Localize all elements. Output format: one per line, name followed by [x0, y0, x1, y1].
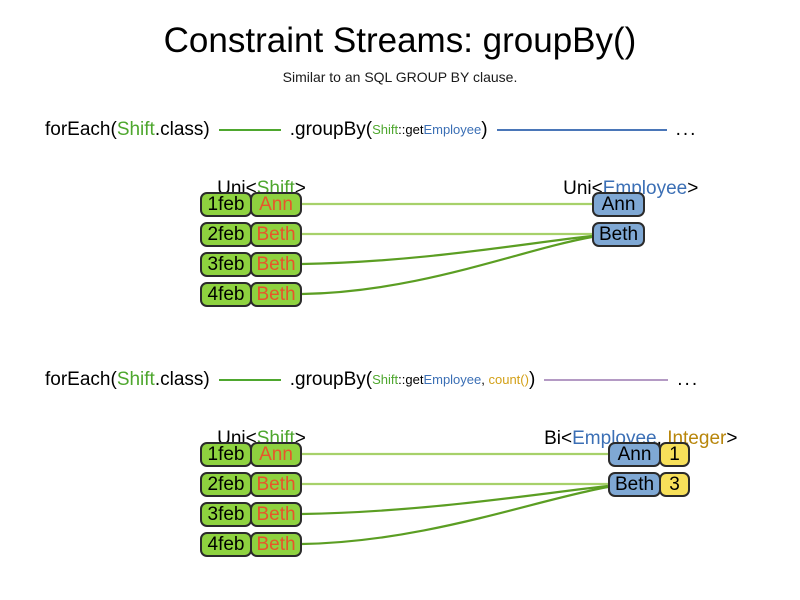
shift-row-4feb-s1: 4feb Beth [200, 282, 302, 307]
foreach-keyword: forEach( [45, 369, 117, 390]
shift-row-3feb-s1: 3feb Beth [200, 252, 302, 277]
shift-date-cell: 3feb [200, 502, 252, 527]
employee-row-ann-s1: Ann [592, 192, 645, 217]
connector-rule-2 [496, 129, 667, 131]
right-type-label-2: Bi<Employee, Integer> [523, 403, 737, 475]
shift-date-cell: 1feb [200, 192, 252, 217]
connector-rule-1 [218, 379, 281, 381]
shift-employee-cell: Ann [250, 442, 302, 467]
methodref-property: Employee [423, 122, 482, 137]
right-type-separator-2: , [656, 428, 668, 449]
foreach-keyword: forEach( [45, 119, 117, 140]
right-type-suffix-1: > [687, 178, 699, 199]
foreach-suffix: .class) [154, 119, 210, 140]
shift-date-cell: 2feb [200, 472, 252, 497]
employee-row-beth-s1: Beth [592, 222, 645, 247]
employee-name-cell: Beth [608, 472, 661, 497]
groupby-keyword: .groupBy( [289, 119, 373, 140]
employee-count-row-beth-s2: Beth 3 [608, 472, 690, 497]
employee-count-cell: 1 [659, 442, 690, 467]
shift-employee-cell: Beth [250, 282, 302, 307]
shift-employee-cell: Ann [250, 192, 302, 217]
collector-count: count() [488, 372, 529, 387]
shift-employee-cell: Beth [250, 222, 302, 247]
shift-row-3feb-s2: 3feb Beth [200, 502, 302, 527]
left-type-suffix-2: > [294, 428, 306, 449]
foreach-type: Shift [116, 369, 155, 390]
employee-count-row-ann-s2: Ann 1 [608, 442, 690, 467]
page-title: Constraint Streams: groupBy() [163, 21, 637, 60]
link-line-3feb-beth [301, 234, 593, 266]
shift-row-2feb-s2: 2feb Beth [200, 472, 302, 497]
shift-employee-cell: Beth [250, 252, 302, 277]
expression-section-2: forEach(Shift.class) .groupBy(Shift::get… [45, 366, 699, 394]
shift-row-2feb-s1: 2feb Beth [200, 222, 302, 247]
shift-employee-cell: Beth [250, 472, 302, 497]
foreach-type: Shift [116, 119, 155, 140]
connector-rule-2 [544, 379, 669, 381]
methodref-property: Employee [423, 372, 482, 387]
right-type-suffix-2: > [726, 428, 738, 449]
groupby-suffix: ) [481, 119, 488, 140]
link-line-4feb-beth-2 [301, 485, 609, 546]
employee-name-cell: Beth [592, 222, 645, 247]
connector-rule-1 [218, 129, 281, 131]
right-type-prefix-2: Bi< [544, 428, 573, 449]
shift-employee-cell: Beth [250, 502, 302, 527]
shift-date-cell: 4feb [200, 282, 252, 307]
expression-section-1: forEach(Shift.class) .groupBy(Shift::get… [45, 116, 697, 144]
groupby-keyword: .groupBy( [289, 369, 373, 390]
groupby-suffix: ) [528, 369, 536, 390]
shift-row-1feb-s1: 1feb Ann [200, 192, 302, 217]
methodref-class: Shift [372, 372, 399, 387]
page-subtitle: Similar to an SQL GROUP BY clause. [282, 69, 518, 85]
shift-date-cell: 2feb [200, 222, 252, 247]
employee-name-cell: Ann [608, 442, 661, 467]
methodref-class: Shift [372, 122, 399, 137]
link-line-4feb-beth [301, 235, 593, 296]
foreach-suffix: .class) [154, 369, 210, 390]
ellipsis-1: ... [675, 119, 698, 140]
link-line-3feb-beth-2 [301, 484, 609, 516]
ellipsis-2: ... [677, 369, 700, 390]
shift-employee-cell: Beth [250, 532, 302, 557]
left-type-suffix-1: > [294, 178, 306, 199]
employee-count-cell: 3 [659, 472, 690, 497]
shift-date-cell: 3feb [200, 252, 252, 277]
shift-date-cell: 1feb [200, 442, 252, 467]
methodref-separator: ::get [398, 372, 424, 387]
shift-row-1feb-s2: 1feb Ann [200, 442, 302, 467]
methodref-separator: ::get [398, 122, 424, 137]
methodref-comma: , [481, 372, 489, 387]
shift-date-cell: 4feb [200, 532, 252, 557]
shift-row-4feb-s2: 4feb Beth [200, 532, 302, 557]
employee-name-cell: Ann [592, 192, 645, 217]
